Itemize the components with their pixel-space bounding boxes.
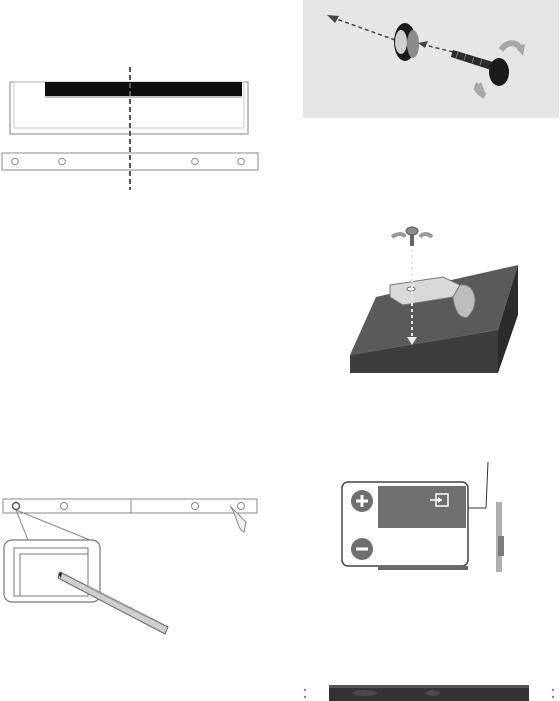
pointer-line <box>485 461 489 509</box>
dot-mark <box>551 688 555 692</box>
bracket-screw-diagram <box>350 226 518 373</box>
pencil-tip <box>58 572 62 578</box>
bar-top <box>350 265 518 355</box>
screw-thread <box>455 51 459 59</box>
dot-mark <box>303 688 307 692</box>
bar-front <box>350 330 498 373</box>
input-area <box>378 486 466 528</box>
screw-thread <box>471 56 475 64</box>
dot-mark <box>551 695 555 699</box>
side-button <box>498 536 504 556</box>
minus-icon <box>356 547 368 551</box>
screw-shaft <box>410 234 414 246</box>
gray-panel <box>303 0 559 118</box>
screw-direction-line <box>420 43 454 53</box>
screw-head <box>405 226 419 236</box>
dot-mark <box>303 695 307 699</box>
tv-bar <box>45 82 242 96</box>
soundbar-foot <box>426 690 440 696</box>
direction-arrow-line <box>330 16 396 41</box>
plus-icon-v <box>360 495 364 507</box>
zoom-connector <box>15 509 91 541</box>
rotation-arrow <box>418 232 434 239</box>
template-strip <box>1 152 259 171</box>
template-strip <box>2 498 258 514</box>
template-hole <box>60 502 68 510</box>
bar-side <box>498 265 518 373</box>
screw-head <box>489 58 509 86</box>
soundbar-foot <box>353 690 377 696</box>
input-icon-arrow-head <box>438 497 442 503</box>
screw-thread <box>479 58 483 66</box>
anchor-back <box>407 30 419 58</box>
base-bar <box>378 566 468 570</box>
volume-control-diagram <box>341 461 504 572</box>
arrow-head <box>327 15 339 23</box>
template-marking-diagram <box>2 498 258 635</box>
pencil-highlight <box>84 584 151 619</box>
zoom-connector <box>15 509 29 541</box>
template-hole <box>191 502 199 510</box>
anchor-face <box>395 30 407 54</box>
template-hole <box>237 157 245 166</box>
zoom-frame-inner <box>19 553 89 597</box>
template-hole <box>237 502 245 510</box>
template-hole <box>191 157 199 166</box>
tv-bar-shadow <box>45 96 242 98</box>
tv-alignment-diagram <box>1 67 259 190</box>
template-hole <box>11 157 19 166</box>
pencil-body <box>57 571 169 635</box>
wall-anchor-diagram <box>303 0 559 118</box>
rotation-arrow-head <box>473 82 485 92</box>
soundbar-top-edge <box>329 685 529 688</box>
arrow-head <box>407 337 417 345</box>
template-hole <box>11 501 21 511</box>
bracket-hook <box>452 284 476 318</box>
screw-shaft <box>451 50 493 70</box>
soundbar-bottom-view <box>303 685 555 701</box>
rotation-arrow <box>390 232 407 239</box>
rotation-arrow-head <box>515 44 525 56</box>
template-hole <box>58 157 66 166</box>
curled-corner <box>229 505 247 533</box>
arrow-head <box>418 41 428 48</box>
screw-thread <box>463 53 467 61</box>
